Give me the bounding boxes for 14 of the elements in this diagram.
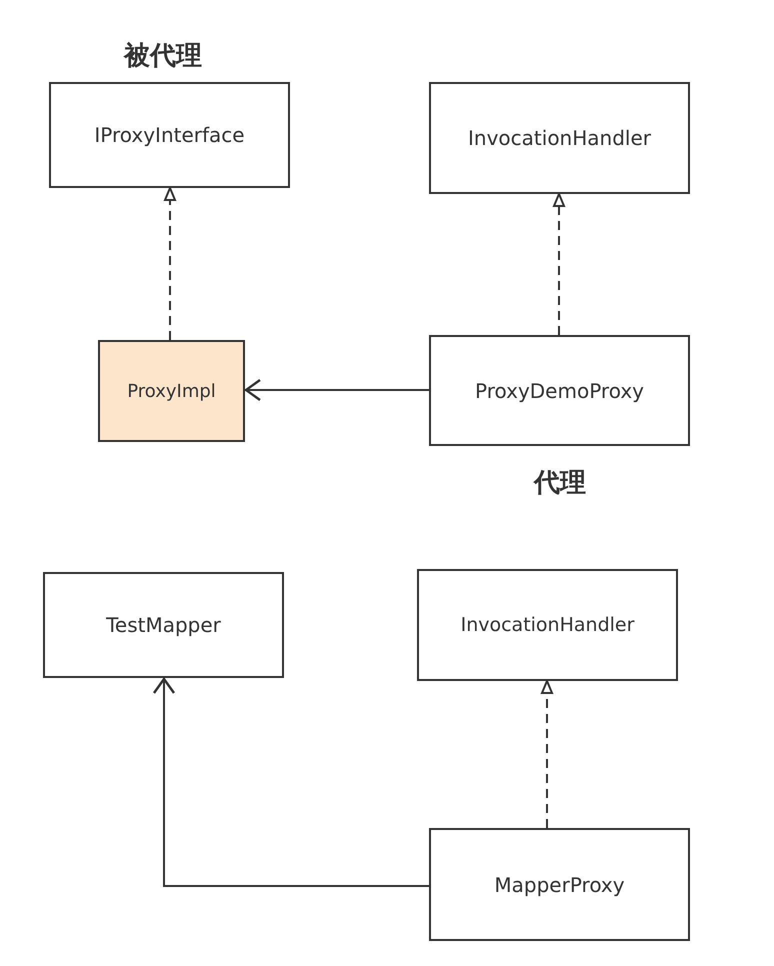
arrow xyxy=(541,680,553,828)
class-box: ProxyImpl xyxy=(98,340,245,442)
class-box: TestMapper xyxy=(43,572,284,678)
class-box: IProxyInterface xyxy=(49,82,290,188)
class-box: InvocationHandler xyxy=(429,82,690,194)
class-box: ProxyDemoProxy xyxy=(429,335,690,446)
caption-text: 被代理 xyxy=(124,40,202,73)
class-box: InvocationHandler xyxy=(417,569,678,681)
arrow xyxy=(553,193,565,335)
arrow xyxy=(244,378,429,402)
arrow xyxy=(164,187,176,340)
class-box: MapperProxy xyxy=(429,828,690,941)
arrow xyxy=(152,678,429,887)
caption-text: 代理 xyxy=(534,467,586,500)
